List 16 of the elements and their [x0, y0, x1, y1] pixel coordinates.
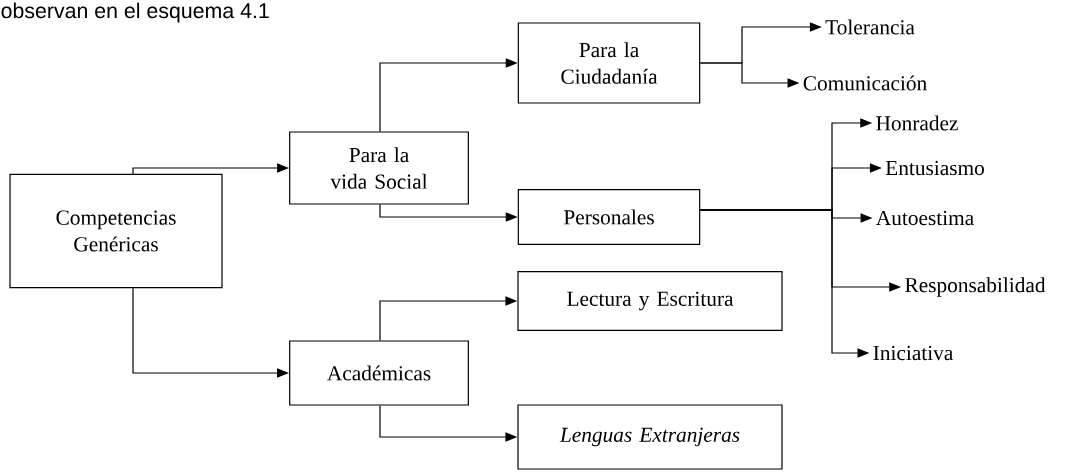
arrow: [132, 163, 289, 175]
item-text: Comunicación: [803, 75, 927, 91]
caption-text: observan en el esquema 4.1: [1, 2, 269, 23]
process-box: Personales: [517, 189, 701, 245]
process-box: Lectura y Escritura: [517, 271, 783, 331]
process-box: Para la Ciudadanía: [517, 22, 701, 104]
item-text: Autoestima: [876, 210, 974, 226]
process-box: Para la vida Social: [289, 131, 469, 205]
process-box: Lenguas Extranjeras: [517, 404, 783, 470]
item-text: Tolerancia: [825, 19, 915, 35]
item-text: Honradez: [876, 115, 958, 131]
process-box: Académicas: [289, 340, 469, 406]
item-text: Responsabilidad: [905, 277, 1046, 297]
process-box: Competencias Genéricas: [9, 173, 223, 289]
item-text: Iniciativa: [873, 345, 953, 361]
item-text: Entusiasmo: [885, 160, 984, 176]
